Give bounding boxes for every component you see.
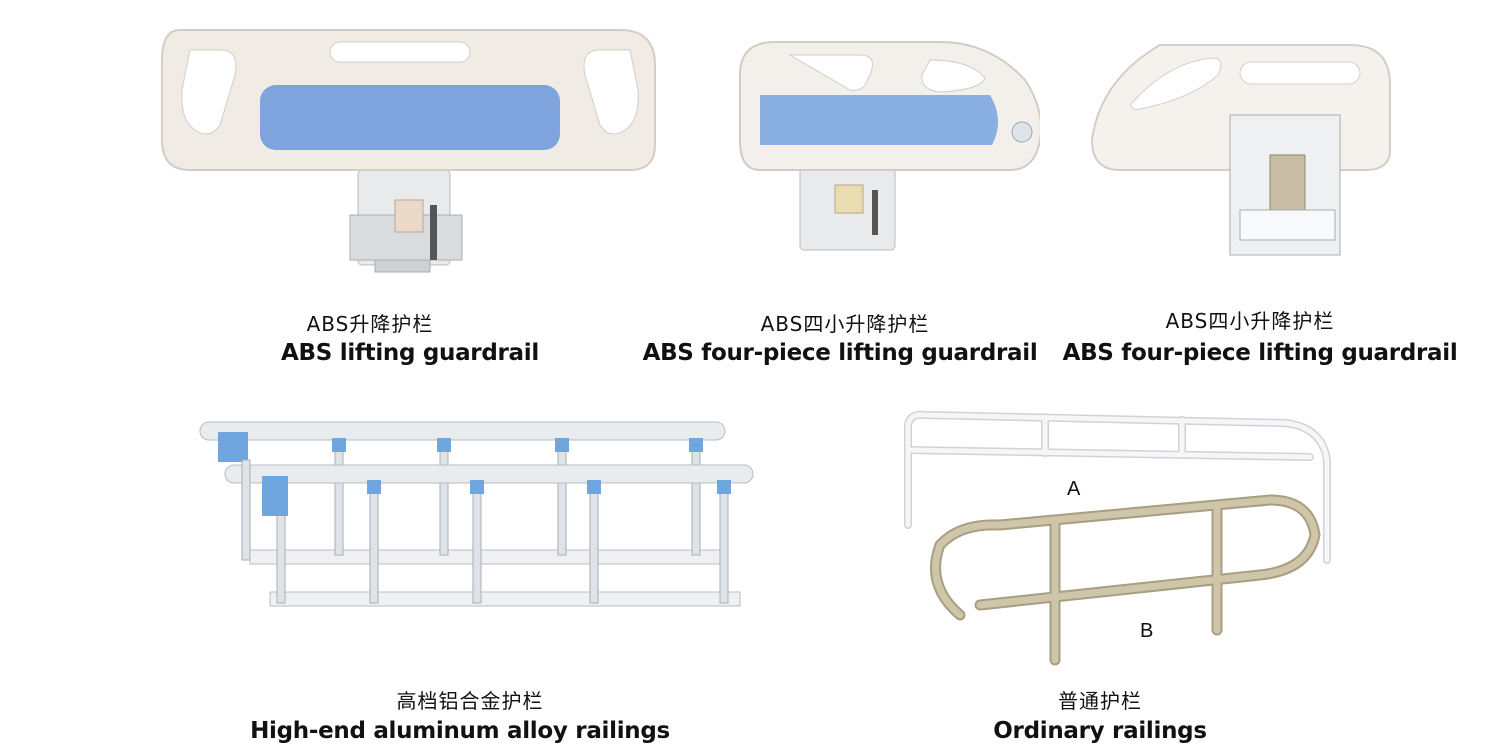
caption-cn: 高档铝合金护栏 [396,689,544,713]
caption-cn: ABS四小升降护栏 [1165,309,1335,333]
caption-en: High-end aluminum alloy railings [250,718,670,744]
product-aluminum-alloy-railings: 高档铝合金护栏 High-end aluminum alloy railings [180,410,780,750]
caption-cn: 普通护栏 [1058,689,1142,713]
abs-four-piece-guardrail-front-image [739,41,1040,251]
caption-en: ABS four-piece lifting guardrail [1062,340,1458,366]
caption-en: ABS lifting guardrail [281,340,539,366]
aluminum-railings-image [199,421,754,607]
abs-lifting-guardrail-image [161,29,656,273]
caption-cn: ABS升降护栏 [306,312,434,336]
caption-en: Ordinary railings [993,718,1207,744]
caption-en: ABS four-piece lifting guardrail [642,340,1038,366]
product-ordinary-railings: A B 普通护栏 Ordinary railings [890,405,1350,750]
product-abs-four-piece-guardrail-front: ABS四小升降护栏 ABS four-piece lifting guardra… [640,20,1040,370]
rail-label-b: B [1140,620,1154,642]
product-abs-lifting-guardrail: ABS升降护栏 ABS lifting guardrail [150,20,670,370]
caption-cn: ABS四小升降护栏 [760,312,930,336]
product-abs-four-piece-guardrail-back: ABS四小升降护栏 ABS four-piece lifting guardra… [1063,20,1480,370]
rail-label-a: A [1067,478,1081,500]
abs-four-piece-guardrail-back-image [1090,44,1391,256]
ordinary-railings-image [904,410,1331,666]
